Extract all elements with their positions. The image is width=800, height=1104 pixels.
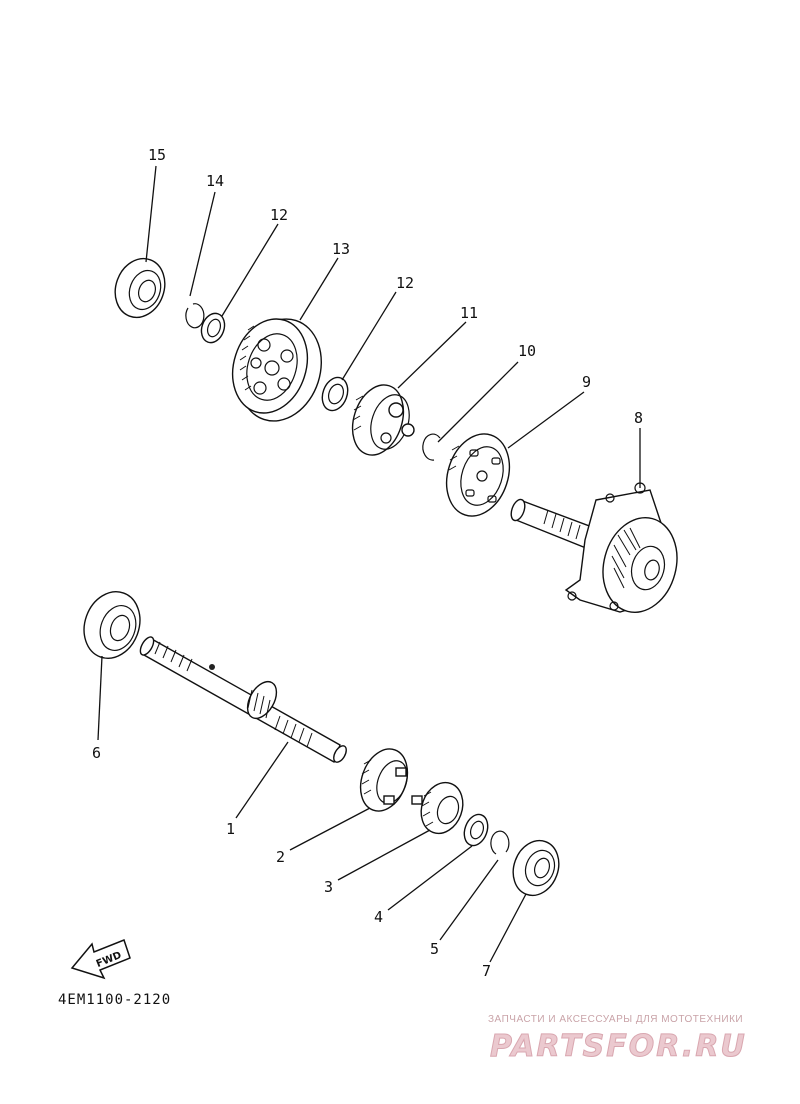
part-14-circlip (185, 303, 205, 329)
callout-11: 11 (460, 304, 478, 322)
part-12-washer-middle (321, 376, 349, 412)
fwd-arrow-icon: FWD (70, 939, 131, 980)
callout-6: 6 (92, 744, 101, 762)
part-9-gear-plate (445, 433, 511, 517)
part-1-main-shaft (139, 636, 347, 764)
drawing-code: 4EM1100-2120 (58, 992, 171, 1008)
callout-8: 8 (634, 409, 643, 427)
part-13-gear (231, 318, 322, 422)
callout-7: 7 (482, 962, 491, 980)
callout-2: 2 (276, 848, 285, 866)
callout-14: 14 (206, 172, 224, 190)
callout-12-top: 12 (270, 206, 288, 224)
part-5-circlip (490, 830, 510, 855)
callout-12-middle: 12 (396, 274, 414, 292)
part-7-bearing (512, 839, 560, 897)
callout-1: 1 (226, 820, 235, 838)
watermark-brand: PARTSFOR.RU (490, 1029, 747, 1064)
part-15-bearing (114, 257, 166, 319)
part-4-washer (463, 813, 489, 847)
part-3-gear (411, 781, 464, 835)
part-2-dog-clutch (359, 748, 409, 812)
leader-lines (97, 165, 641, 963)
callout-5: 5 (430, 940, 439, 958)
callout-4: 4 (374, 908, 383, 926)
part-10-circlip (422, 433, 441, 461)
callout-15: 15 (148, 146, 166, 164)
part-11-gear-hub (351, 384, 415, 456)
part-8-drive-shaft-assembly (510, 482, 678, 613)
callout-10: 10 (518, 342, 536, 360)
callout-13: 13 (332, 240, 350, 258)
watermark-tagline: ЗАПЧАСТИ И АКСЕССУАРЫ ДЛЯ МОТОТЕХНИКИ (488, 1014, 743, 1025)
part-6-bearing (83, 591, 141, 659)
callout-3: 3 (324, 878, 333, 896)
part-12-washer-top (200, 312, 226, 344)
callout-9: 9 (582, 373, 591, 391)
